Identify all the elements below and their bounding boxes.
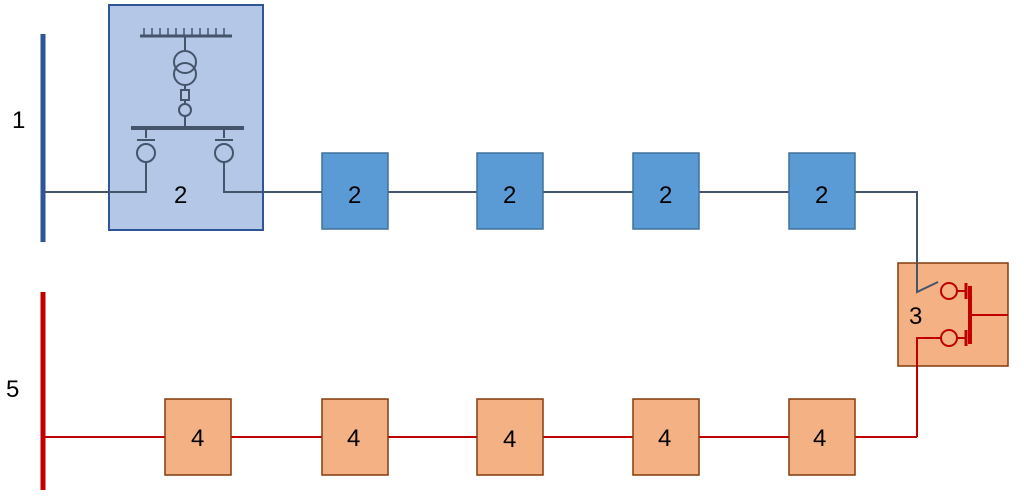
substation-schematic	[109, 28, 263, 193]
upper-box-2: 2	[476, 152, 544, 230]
upper-line	[45, 191, 918, 263]
lower-box-5: 4	[788, 398, 856, 476]
bus-5-label: 5	[6, 376, 19, 403]
upper-box-label: 2	[348, 182, 361, 209]
upper-box-3: 2	[632, 152, 700, 230]
lower-box-label: 4	[191, 425, 204, 452]
lower-box-label: 4	[658, 425, 671, 452]
lower-box-2: 4	[321, 398, 389, 476]
upper-box-1: 2	[321, 152, 389, 230]
upper-box-label: 2	[503, 182, 516, 209]
lower-box-label: 4	[347, 425, 360, 452]
transfer-box: 3	[897, 262, 1009, 437]
upper-box-4: 2	[788, 152, 856, 230]
substation: 2	[108, 4, 264, 231]
transfer-box-label: 3	[909, 303, 922, 330]
bus-1-label: 1	[12, 107, 25, 134]
lower-box-label: 4	[813, 425, 826, 452]
substation-label: 2	[174, 182, 187, 209]
breaker-symbols	[916, 282, 1008, 437]
lower-box-3: 4	[476, 398, 544, 476]
upper-box-label: 2	[659, 182, 672, 209]
lower-box-1: 4	[164, 398, 232, 476]
lower-box-4: 4	[632, 398, 700, 476]
upper-box-label: 2	[815, 182, 828, 209]
lower-box-label: 4	[503, 426, 516, 453]
switch-symbol	[916, 263, 939, 294]
